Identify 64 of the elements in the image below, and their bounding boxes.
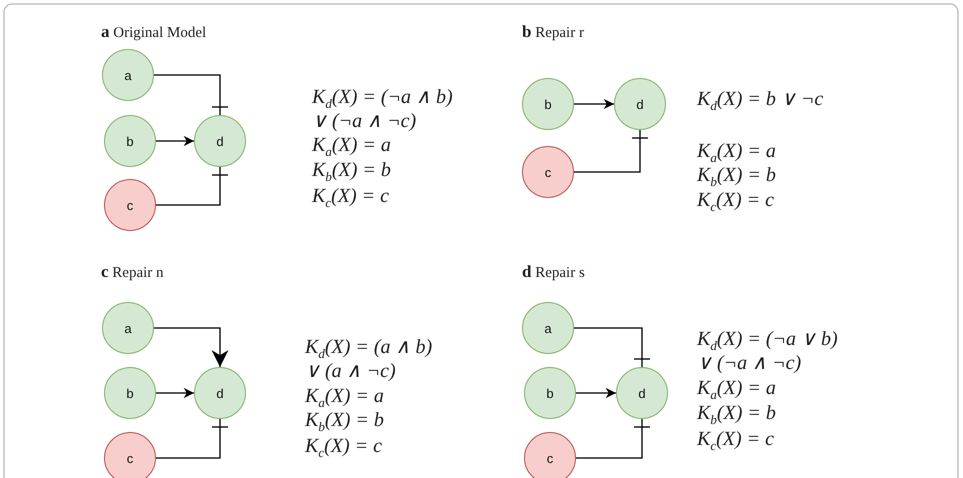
formula: K$_{b}$(X) = b xyxy=(697,402,776,429)
node-circle xyxy=(524,367,576,419)
node-circle xyxy=(522,146,574,198)
node-label: d xyxy=(216,386,224,400)
node-label: a xyxy=(124,320,132,336)
arrow xyxy=(576,388,616,398)
arrow xyxy=(156,388,194,398)
node-circle xyxy=(522,78,574,130)
inhibition-line xyxy=(574,327,651,367)
node-label: d xyxy=(636,96,644,112)
inhibition-line xyxy=(154,74,229,115)
formula: K$_{c}$(X) = c xyxy=(312,185,390,212)
node-circle xyxy=(524,432,576,478)
node-circle xyxy=(104,367,156,419)
inhibition-line xyxy=(156,419,229,459)
node-circle xyxy=(616,367,668,419)
arrow xyxy=(574,98,614,110)
formula: K$_{d}$(X) = (a ∧ b) xyxy=(305,336,432,363)
node-label: d xyxy=(638,386,646,400)
node-label: b xyxy=(126,134,134,148)
formula: K$_{b}$(X) = b xyxy=(312,159,391,186)
node-label: a xyxy=(544,320,552,336)
formula: K$_{c}$(X) = c xyxy=(305,435,382,462)
formula: K$_{b}$(X) = b xyxy=(305,409,384,436)
node-circle xyxy=(102,49,154,101)
formula: K$_{c}$(X) = c xyxy=(697,428,774,455)
formula: K$_{c}$(X) = c xyxy=(697,189,774,216)
formula: K$_{a}$(X) = a xyxy=(305,385,384,412)
formula: ∨ (¬a ∧ ¬c) xyxy=(697,352,802,374)
panel-title: d Repair s xyxy=(522,262,585,282)
arrow xyxy=(154,327,228,367)
formula: K$_{a}$(X) = a xyxy=(697,377,776,404)
arrow xyxy=(156,136,194,146)
formula: K$_{a}$(X) = a xyxy=(697,140,776,167)
inhibition-line xyxy=(156,167,229,206)
node-circle xyxy=(194,367,246,419)
node-label: b xyxy=(544,96,552,112)
node-label: a xyxy=(124,68,132,82)
node-label: b xyxy=(546,386,554,400)
formula: ∨ (a ∧ ¬c) xyxy=(305,360,396,382)
panel-title: a Original Model xyxy=(101,22,206,42)
node-circle xyxy=(194,115,246,167)
formula: K$_{a}$(X) = a xyxy=(312,134,391,161)
inhibition-line xyxy=(574,130,649,173)
node-label: c xyxy=(126,198,134,212)
formula: K$_{d}$(X) = (¬a ∧ b) xyxy=(312,86,453,113)
inhibition-line xyxy=(576,419,651,459)
formula: ∨ (¬a ∧ ¬c) xyxy=(312,110,416,132)
node-label: c xyxy=(126,450,134,466)
node-circle xyxy=(104,179,156,231)
node-circle xyxy=(104,115,156,167)
formula: K$_{d}$(X) = (¬a ∨ b) xyxy=(697,328,838,355)
node-label: c xyxy=(544,164,552,180)
node-label: c xyxy=(546,450,554,466)
node-label: d xyxy=(216,134,224,148)
panel-title: b Repair r xyxy=(522,22,584,42)
formula: K$_{d}$(X) = b ∨ ¬c xyxy=(697,88,824,115)
node-label: b xyxy=(126,386,134,400)
panel-title: c Repair n xyxy=(101,262,164,282)
node-circle xyxy=(614,78,666,130)
node-circle xyxy=(102,302,154,354)
formula: K$_{b}$(X) = b xyxy=(697,164,776,191)
node-circle xyxy=(104,432,156,478)
node-circle xyxy=(522,302,574,354)
